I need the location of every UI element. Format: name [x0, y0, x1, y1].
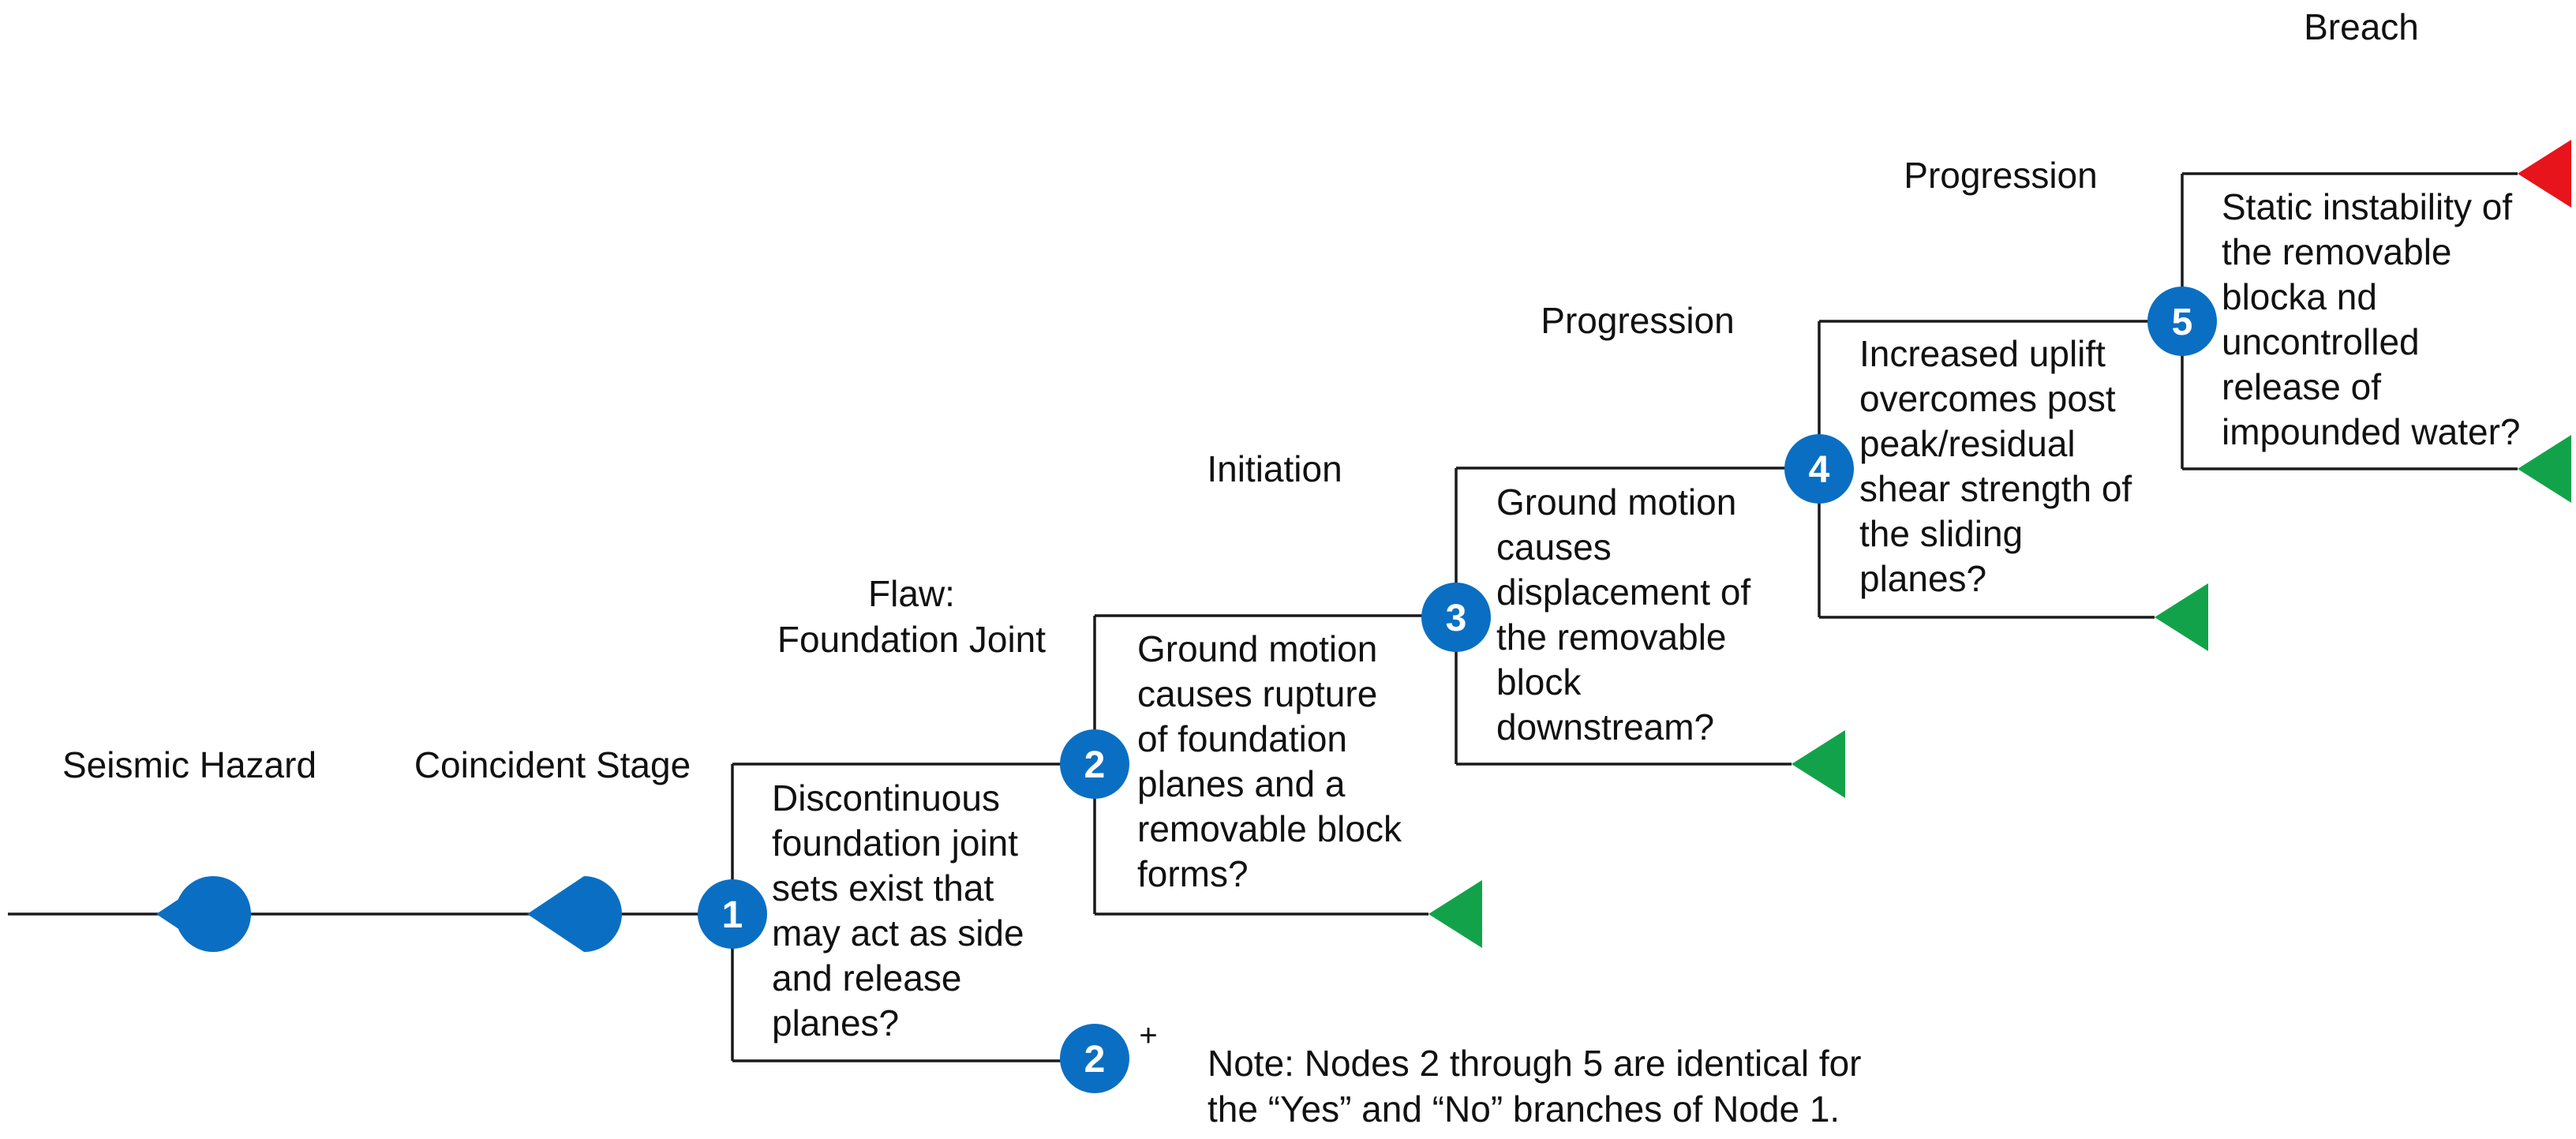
numbered-circle-icon: [698, 879, 767, 949]
node2-question-line: of foundation: [1137, 718, 1347, 759]
node4-question-line: the sliding: [1859, 513, 2023, 554]
note-line: Note: Nodes 2 through 5 are identical fo…: [1208, 1043, 1862, 1084]
note-line: the “Yes” and “No” branches of Node 1.: [1208, 1088, 1840, 1130]
event-node-3: 3: [1421, 583, 1491, 652]
node5-question-line: impounded water?: [2222, 411, 2520, 452]
node3-question: Ground motion causes displacement of the…: [1496, 481, 1750, 747]
node-number: 3: [1446, 598, 1467, 639]
stage-label-flaw-line2: Foundation Joint: [777, 619, 1046, 660]
node2-question-line: planes and a: [1137, 763, 1346, 804]
event-node-5: 5: [2147, 287, 2217, 356]
node1-question: Discontinuous foundation joint sets exis…: [772, 777, 1024, 1043]
node4-question: Increased uplift overcomes post peak/res…: [1859, 333, 2132, 599]
node1-question-line: planes?: [772, 1002, 899, 1043]
plus-sign: +: [1139, 1018, 1157, 1053]
node5-question-line: release of: [2222, 366, 2381, 407]
stage-label-progression-2: Progression: [1904, 155, 2097, 196]
node5-question-line: Static instability of: [2222, 186, 2512, 227]
note: Note: Nodes 2 through 5 are identical fo…: [1208, 1043, 1862, 1130]
node5-question-line: the removable: [2222, 231, 2452, 272]
node4-question-line: overcomes post: [1859, 378, 2116, 419]
node2-question: Ground motion causes rupture of foundati…: [1137, 628, 1402, 894]
node1-question-line: and release: [772, 957, 961, 998]
stage-label-flaw-line1: Flaw:: [868, 573, 955, 614]
triangle-icon: [2518, 435, 2571, 503]
stage-label-progression-1: Progression: [1541, 300, 1734, 341]
numbered-circle-icon: [1421, 583, 1491, 652]
numbered-circle-icon: [1060, 729, 1129, 799]
tree-lines: [8, 172, 2518, 1062]
node4-question-line: planes?: [1859, 558, 1986, 599]
numbered-circle-icon: [1060, 1024, 1129, 1093]
node-number: 2: [1084, 1039, 1106, 1081]
node3-question-line: causes: [1496, 526, 1612, 568]
node-number: 2: [1084, 744, 1106, 786]
stage-label-breach: Breach: [2304, 6, 2419, 47]
node2-question-line: Ground motion: [1137, 628, 1377, 669]
node5-question-line: uncontrolled: [2222, 321, 2420, 362]
node4-question-line: shear strength of: [1859, 468, 2132, 509]
node3-question-line: block: [1496, 661, 1582, 703]
node-number: 1: [722, 894, 743, 936]
node3-question-line: displacement of: [1496, 571, 1750, 613]
node1-question-line: foundation joint: [772, 822, 1018, 864]
node1-question-line: Discontinuous: [772, 777, 1000, 819]
stage-label-seismic-hazard: Seismic Hazard: [62, 744, 316, 785]
triangle-icon: [2155, 583, 2208, 651]
event-node-4: 4: [1784, 434, 1854, 504]
node-number: 4: [1809, 449, 1830, 491]
triangle-icon: [1792, 730, 1845, 798]
event-node-2: 2: [1060, 729, 1129, 799]
node2-question-line: removable block: [1137, 808, 1402, 849]
node1-question-line: sets exist that: [772, 867, 994, 909]
node5-question-line: blocka nd: [2222, 276, 2377, 317]
stage-label-coincident-stage: Coincident Stage: [414, 744, 691, 785]
half-circle-icon: [527, 876, 622, 952]
triangle-icon: [2518, 140, 2571, 208]
node3-question-line: the removable: [1496, 616, 1727, 658]
stage-label-initiation: Initiation: [1207, 448, 1342, 489]
event-node-1: 1: [698, 879, 767, 949]
node1-question-line: may act as side: [772, 912, 1024, 954]
node4-question-line: peak/residual: [1859, 423, 2076, 464]
numbered-circle-icon: [2147, 287, 2217, 356]
node3-question-line: Ground motion: [1496, 481, 1736, 523]
node5-question: Static instability of the removable bloc…: [2222, 186, 2520, 452]
node3-question-line: downstream?: [1496, 706, 1714, 747]
triangle-icon: [1428, 880, 1482, 948]
node4-question-line: Increased uplift: [1859, 333, 2106, 374]
node-number: 5: [2172, 302, 2193, 343]
half-circle-icon: [156, 876, 251, 952]
node2-question-line: causes rupture: [1137, 673, 1377, 714]
no-branch-node-2: 2 +: [1060, 1018, 1158, 1093]
numbered-circle-icon: [1784, 434, 1854, 504]
node2-question-line: forms?: [1137, 853, 1249, 894]
